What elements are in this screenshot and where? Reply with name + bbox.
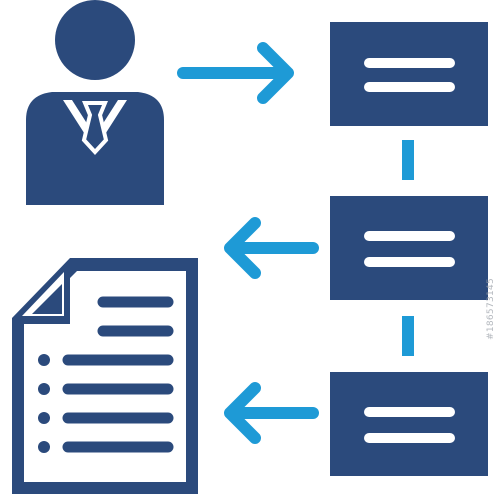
process-step-1 <box>330 22 488 126</box>
watermark-id: #186573145 <box>486 277 496 340</box>
arrow-right-icon <box>177 42 294 104</box>
document-bullets <box>38 354 50 453</box>
document-icon <box>12 258 198 494</box>
arrow-left-icon-2 <box>224 382 319 444</box>
process-step-3 <box>330 372 488 476</box>
document-lines <box>62 296 174 453</box>
businessman-icon <box>26 0 164 205</box>
arrow-left-icon-1 <box>224 217 319 279</box>
process-step-2 <box>330 196 488 300</box>
